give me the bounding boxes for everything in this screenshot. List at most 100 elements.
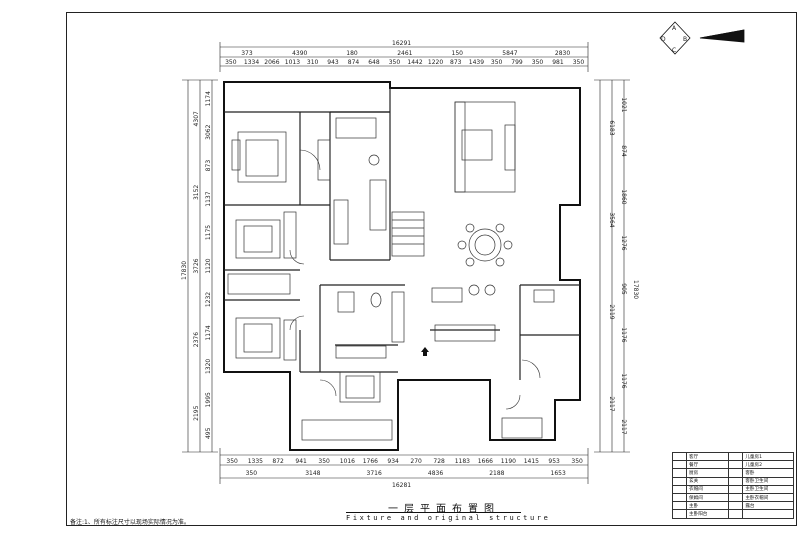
title-underline xyxy=(346,512,521,513)
dimension-label: 1276 xyxy=(620,235,627,250)
dimension-label: 2117 xyxy=(620,419,627,434)
legend-label: 露台 xyxy=(742,501,794,511)
door-swings xyxy=(289,149,541,410)
dimension-label: 5847 xyxy=(502,50,517,57)
dimension-lines xyxy=(182,42,630,484)
legend-row: 保姆间 主卧衣帽间 xyxy=(672,492,794,503)
legend-label: 客卧 xyxy=(742,468,794,478)
legend-row: 玄关 客卧卫生间 xyxy=(672,476,794,486)
dimension-label: 1995 xyxy=(205,392,212,407)
dim-left-fine: 1174306287311371175112012321174132019954… xyxy=(205,91,212,439)
legend-row: 客厅儿童房1 xyxy=(672,451,794,462)
dimension-label: 1860 xyxy=(620,189,627,204)
dimension-label: 799 xyxy=(511,59,523,66)
dimension-label: 350 xyxy=(225,59,237,66)
dimension-label: 4390 xyxy=(292,50,307,57)
legend-row: 厨房 客卧 xyxy=(672,468,794,478)
dimension-label: 1174 xyxy=(205,91,212,106)
dimension-label: 941 xyxy=(295,458,307,465)
legend-swatch xyxy=(728,460,744,470)
dimension-label: 1415 xyxy=(524,458,539,465)
legend-swatch xyxy=(728,492,744,503)
legend-label: 保姆间 xyxy=(685,492,730,503)
dimension-label: 2195 xyxy=(193,405,200,420)
dimension-label: 728 xyxy=(433,458,445,465)
dimension-label: 873 xyxy=(450,59,462,66)
dimension-label: 350 xyxy=(318,458,330,465)
dimension-label: 4836 xyxy=(428,470,443,477)
drawing-note: 备注:1、所有标注尺寸以现场实际情况为准。 xyxy=(70,519,190,526)
dimension-label: 1766 xyxy=(363,458,378,465)
dimension-label: 1190 xyxy=(501,458,516,465)
dimension-label: 1120 xyxy=(205,258,212,273)
dimension-label: 3716 xyxy=(367,470,382,477)
dimension-label: 1666 xyxy=(478,458,493,465)
north-compass xyxy=(659,21,745,55)
dim-bottom-total: 16281 xyxy=(392,482,411,489)
dimension-label: 310 xyxy=(307,59,319,66)
dimension-label: 1013 xyxy=(285,59,300,66)
dimension-label: 4307 xyxy=(193,111,200,126)
entrance-arrow xyxy=(421,347,429,356)
legend-label: 儿童房2 xyxy=(742,460,794,470)
legend-label: 客厅 xyxy=(685,451,730,462)
dimension-label: 1183 xyxy=(455,458,470,465)
dimension-label: 1174 xyxy=(205,325,212,340)
legend-swatch xyxy=(728,476,744,486)
compass-letter-b: B xyxy=(683,36,687,43)
dimension-label: 373 xyxy=(241,50,253,57)
dimension-label: 3148 xyxy=(305,470,320,477)
dim-top-total: 16291 xyxy=(392,40,411,47)
dimension-label: 350 xyxy=(532,59,544,66)
legend-swatch xyxy=(672,484,687,494)
legend-label: 客卧卫生间 xyxy=(742,476,794,486)
exterior-walls xyxy=(223,81,581,451)
legend-label: 主卧卫生间 xyxy=(742,484,794,494)
legend-label: 主卧阳台 xyxy=(685,509,730,519)
legend-row: 主卧露台 xyxy=(672,501,794,511)
dimension-label: 874 xyxy=(348,59,360,66)
legend-swatch xyxy=(728,484,744,494)
dimension-label: 1442 xyxy=(407,59,422,66)
drawing-title-en: Fixture and original structure xyxy=(346,514,551,522)
dimension-label: 1176 xyxy=(620,373,627,388)
legend-label: 主卧衣帽间 xyxy=(742,492,794,503)
dimension-label: 3062 xyxy=(205,124,212,139)
dimension-label: 2461 xyxy=(397,50,412,57)
dimension-label: 1320 xyxy=(205,359,212,374)
dimension-label: 905 xyxy=(620,283,627,295)
legend-swatch xyxy=(672,451,687,462)
dimension-label: 872 xyxy=(272,458,284,465)
drawing-title-cn: 一层平面布置图 xyxy=(388,504,500,515)
dimension-label: 3152 xyxy=(193,185,200,200)
compass-letter-a: A xyxy=(672,25,677,32)
dimension-label: 1335 xyxy=(248,458,263,465)
legend-label xyxy=(742,509,794,519)
dimension-label: 350 xyxy=(491,59,503,66)
legend-label: 玄关 xyxy=(685,476,730,486)
dimension-label: 2066 xyxy=(264,59,279,66)
dimension-label: 1439 xyxy=(469,59,484,66)
legend-row: 餐厅儿童房2 xyxy=(672,460,794,470)
legend-label: 厨房 xyxy=(685,468,730,478)
dimension-label: 874 xyxy=(620,145,627,157)
dimension-label: 953 xyxy=(548,458,560,465)
dimension-label: 943 xyxy=(327,59,339,66)
dimension-label: 3726 xyxy=(193,258,200,273)
dimension-label: 2376 xyxy=(193,332,200,347)
dimension-label: 350 xyxy=(246,470,258,477)
dim-left-total: 17830 xyxy=(181,261,188,280)
compass-letter-c: C xyxy=(672,47,676,54)
legend-swatch xyxy=(728,501,744,511)
legend-swatch xyxy=(672,509,687,519)
legend-swatch xyxy=(672,468,687,478)
drawing-frame xyxy=(66,12,797,526)
dimension-label: 1021 xyxy=(620,97,627,112)
dimension-label: 2830 xyxy=(555,50,570,57)
